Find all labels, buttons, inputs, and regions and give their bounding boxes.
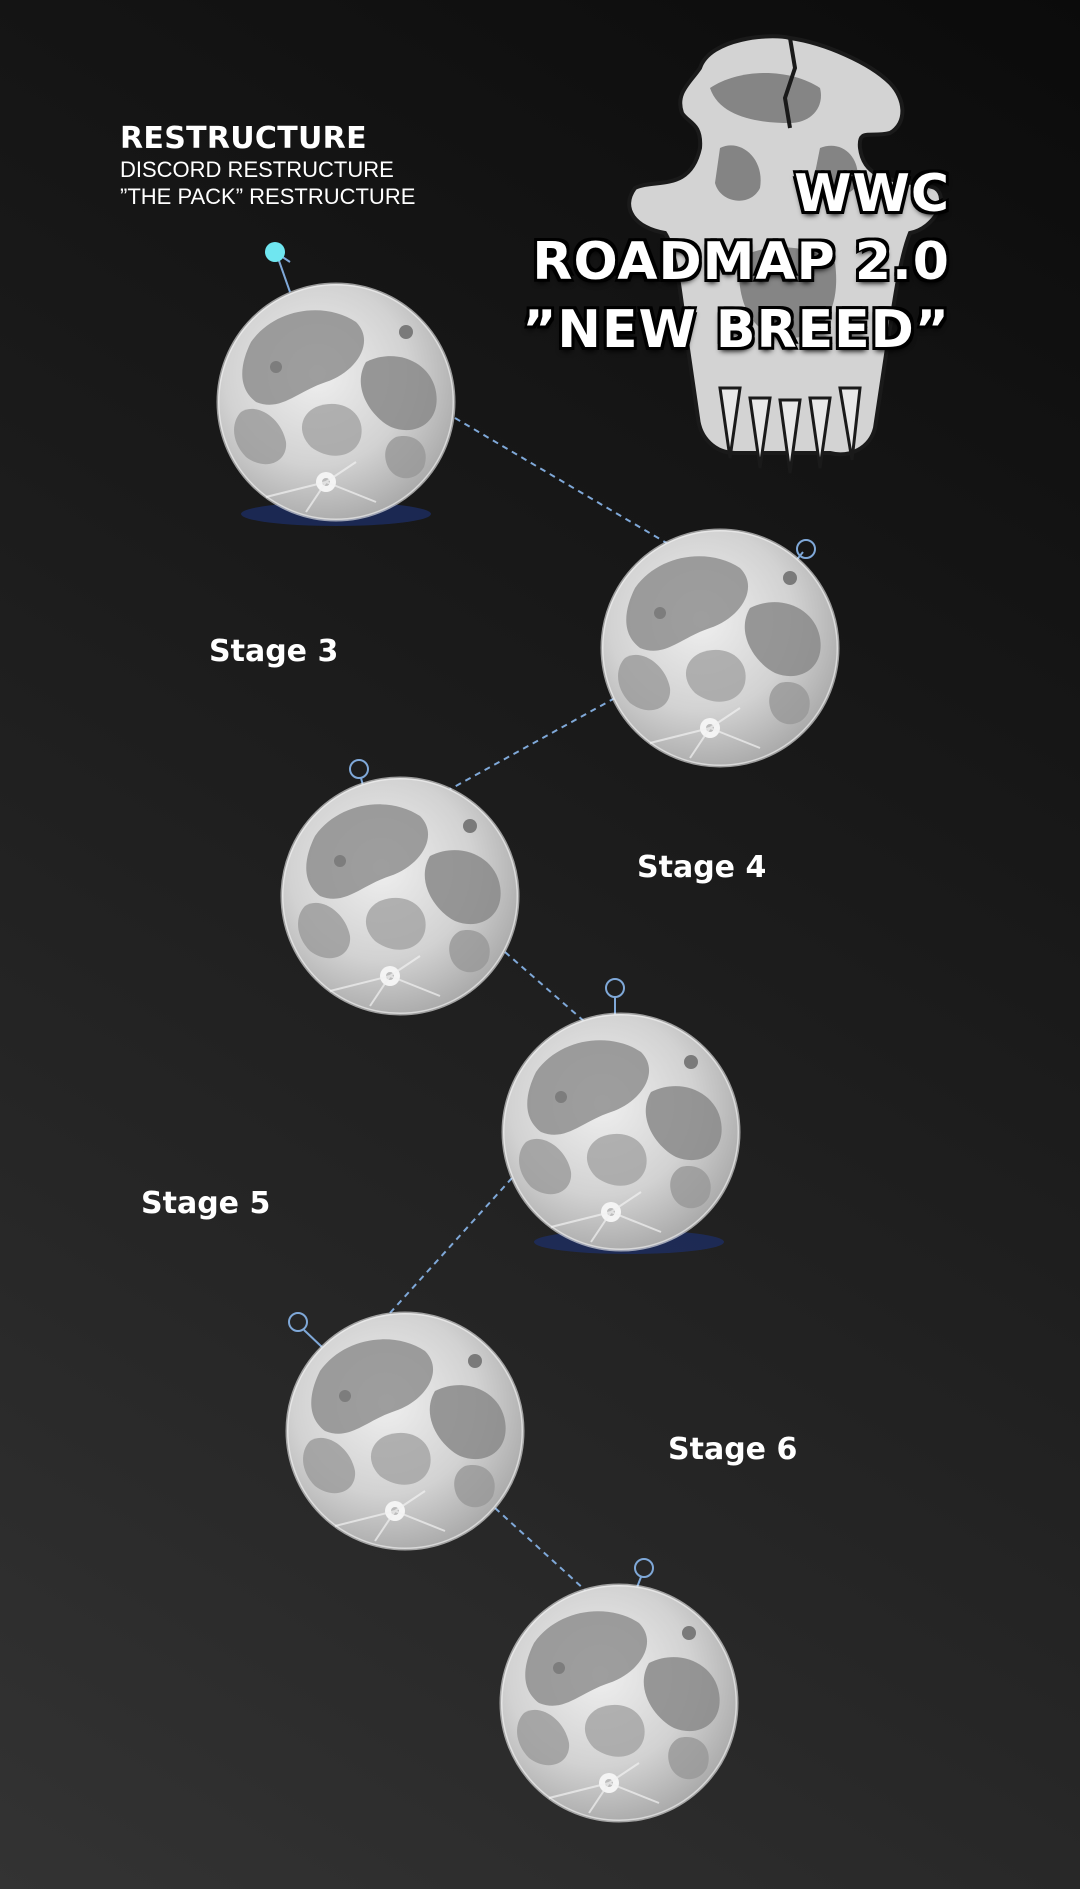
- restructure-line-2: ”THE PACK” RESTRUCTURE: [120, 184, 416, 209]
- restructure-line-1: DISCORD RESTRUCTURE: [120, 157, 394, 182]
- pin-1: [265, 242, 291, 293]
- moon-stage-3: [600, 528, 840, 768]
- wolf-skull-icon: [627, 34, 943, 474]
- logo-line-2: ROADMAP 2.0: [532, 232, 950, 292]
- stage-6-label: Stage 6: [668, 1432, 798, 1467]
- logo-line-1: WWC: [794, 164, 950, 224]
- moon-stage-6: [285, 1311, 525, 1551]
- pin-5: [288, 1312, 324, 1349]
- connector-lines: [389, 417, 671, 1591]
- moon-stage-2: [216, 282, 456, 526]
- stage-3-label: Stage 3: [209, 634, 339, 669]
- logo-title: WWC ROADMAP 2.0 ”NEW BREED”: [522, 160, 950, 364]
- logo-line-3: ”NEW BREED”: [522, 300, 950, 360]
- moon-stage-4: [280, 776, 520, 1016]
- restructure-block: RESTRUCTURE DISCORD RESTRUCTURE ”THE PAC…: [120, 122, 415, 210]
- moon-stage-5: [501, 1012, 741, 1254]
- moon-stage-7: [499, 1583, 739, 1823]
- restructure-title: RESTRUCTURE: [120, 121, 367, 156]
- stage-5-label: Stage 5: [141, 1186, 271, 1221]
- stage-4-label: Stage 4: [637, 850, 767, 885]
